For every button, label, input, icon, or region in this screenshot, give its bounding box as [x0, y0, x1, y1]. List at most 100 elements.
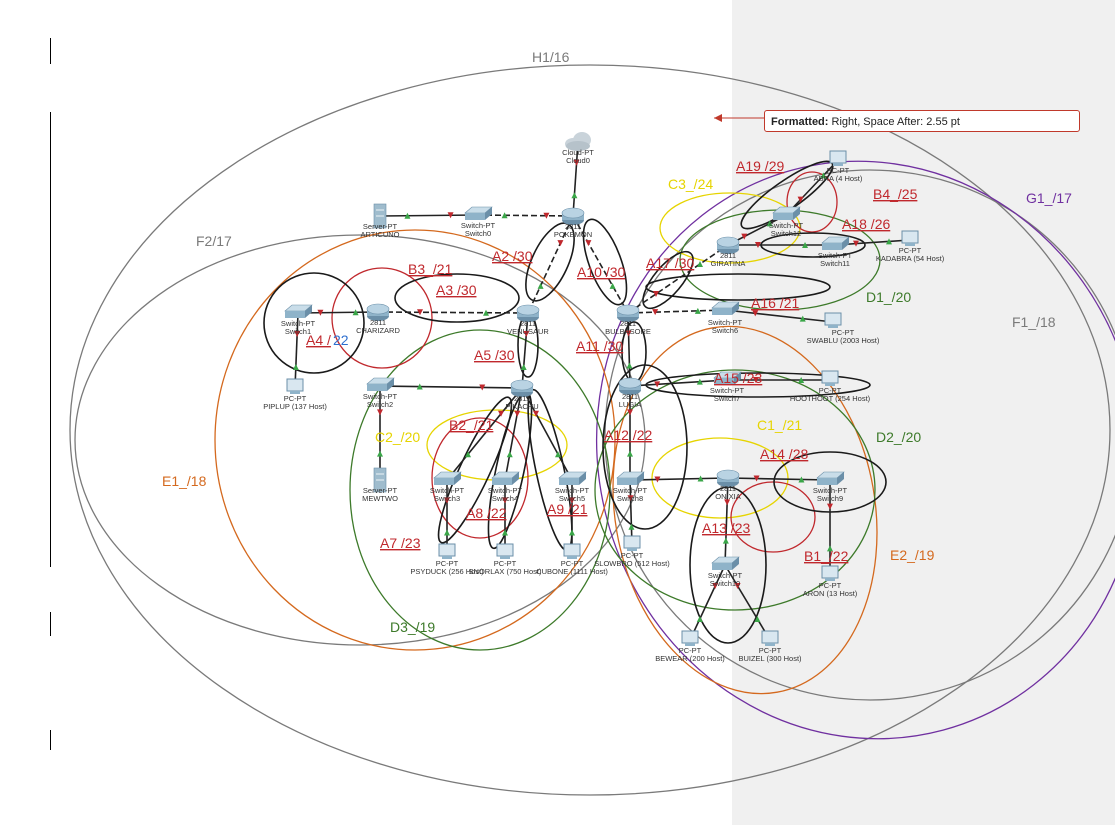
link-status-icon	[569, 529, 575, 536]
switch-icon	[816, 471, 845, 485]
subnet-label-b1: B1_/22	[804, 548, 849, 564]
link-status-icon	[555, 451, 561, 458]
subnet-label-a12: A12 /22	[604, 427, 652, 443]
subnet-label-a9: A9 /21	[547, 501, 588, 517]
cable-onixia-switch10	[724, 477, 729, 566]
cable-bulbasore-giratina	[627, 244, 729, 314]
device-model-label: Switch-PT	[818, 251, 853, 260]
device-model-label: Switch-PT	[430, 486, 465, 495]
link-status-icon	[697, 261, 703, 268]
link-status-icon	[799, 315, 806, 322]
router-icon	[516, 304, 540, 322]
formatting-comment-balloon[interactable]: Formatted: Right, Space After: 2.55 pt	[764, 110, 1080, 132]
subnet-label-a10: A10 /30	[577, 264, 625, 280]
device-name-label: ABRA (4 Host)	[814, 174, 863, 183]
link-status-icon	[294, 331, 301, 337]
subnet-label-a15: A15 /23	[714, 370, 762, 386]
pc-icon	[563, 543, 581, 559]
device-name-label: GIRATINA	[711, 259, 746, 268]
subnet-label-a3: A3 /30	[436, 282, 477, 298]
subnet-boundary-d3	[349, 329, 611, 651]
subnet-label-a7: A7 /23	[380, 535, 421, 551]
subnet-label-a8: A8 /22	[466, 505, 507, 521]
router-icon	[618, 377, 642, 395]
subnet-boundary-f2	[74, 234, 646, 646]
router-icon	[561, 207, 585, 225]
device-model-label: Switch-PT	[363, 392, 398, 401]
device-name-label: Switch6	[712, 326, 738, 335]
link-status-icon	[627, 495, 634, 502]
link-status-icon	[502, 529, 508, 536]
subnet-label-c1: C1_/21	[757, 417, 802, 433]
pc-icon	[496, 543, 514, 559]
link-status-icon	[798, 476, 805, 483]
subnet-boundary-a17	[642, 250, 694, 310]
device-name-label: Switch11	[820, 259, 850, 268]
device-model-label: Switch-PT	[813, 486, 848, 495]
device-model-label: Server-PT	[363, 486, 398, 495]
subnet-boundary-c2	[426, 409, 568, 481]
device-name-label: MEWTWO	[362, 494, 398, 503]
subnet-label-e2: E2_/19	[890, 547, 935, 563]
subnet-boundary-b4	[786, 171, 838, 233]
router-icon	[716, 236, 740, 254]
device-model-label: PC-PT	[284, 394, 307, 403]
device-name-label: SLOWBRO (512 Host)	[594, 559, 670, 568]
switch-icon	[366, 377, 395, 391]
subnet-label-a5: A5 /30	[474, 347, 515, 363]
link-status-icon	[447, 212, 454, 219]
link-status-icon	[501, 212, 508, 219]
link-status-icon	[352, 309, 359, 316]
left-margin-bar	[50, 730, 51, 750]
switch-icon	[713, 371, 742, 385]
switch-icon	[491, 471, 520, 485]
subnet-label-a4a: A4 /	[306, 332, 331, 348]
device-name-label: Cloud0	[566, 156, 590, 165]
device-model-label: Server-PT	[363, 222, 398, 231]
subnet-label-d2: D2_/20	[876, 429, 921, 445]
subnet-label-a14: A14 /28	[760, 446, 808, 462]
link-status-icon	[479, 384, 486, 391]
device-model-label: PC-PT	[759, 646, 782, 655]
link-status-icon	[820, 172, 827, 179]
link-status-icon	[627, 409, 633, 416]
link-status-icon	[416, 383, 423, 390]
device-model-label: Switch-PT	[461, 221, 496, 230]
